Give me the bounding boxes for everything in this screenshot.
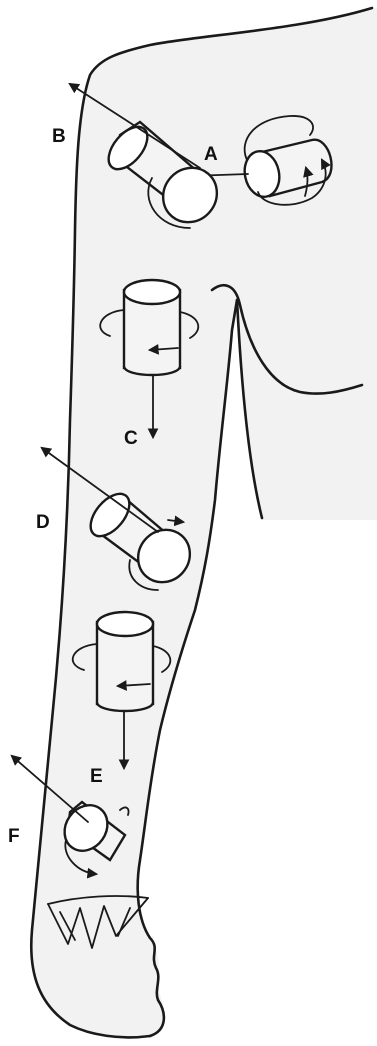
label-c: C <box>124 428 138 449</box>
label-f: F <box>8 826 20 847</box>
label-e: E <box>90 766 103 787</box>
label-d: D <box>36 512 50 533</box>
label-b: B <box>52 126 66 147</box>
label-a: A <box>204 144 218 165</box>
